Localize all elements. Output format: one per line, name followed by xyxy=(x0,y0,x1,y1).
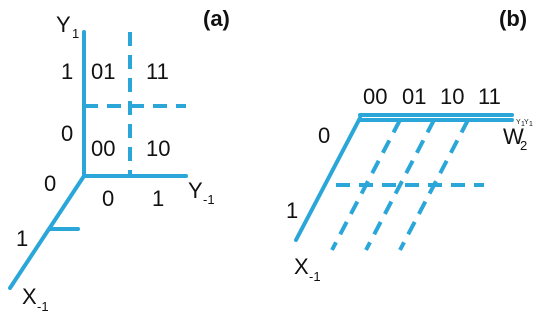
panel-a-y-axis-name: Y xyxy=(56,12,71,37)
panel-a-y-tick-1: 1 xyxy=(61,59,73,84)
panel-b-w-axis-name: W xyxy=(503,124,524,149)
panel-a-depth-tick-1: 1 xyxy=(16,226,28,251)
panel-a-depth-axis-name: X xyxy=(22,284,37,309)
panel-a-x-axis-name: Y xyxy=(188,178,203,203)
panel-b-depth-tick-1: 1 xyxy=(286,198,298,223)
panel-b-w-axis-sup-sub-1: 1 xyxy=(521,121,525,128)
panel-a-y-axis-sub: 1 xyxy=(72,26,79,41)
panel-b-depth-axis-name: X xyxy=(294,254,309,279)
panel-b-label: (b) xyxy=(499,6,527,31)
panel-b-column-00: 00 xyxy=(363,84,387,109)
panel-a-depth-tick-0: 0 xyxy=(44,171,56,196)
panel-b-w-axis-sup-1: Y xyxy=(516,119,521,126)
panel-b-column-01: 01 xyxy=(402,84,426,109)
panel-a-y-tick-0: 0 xyxy=(61,121,73,146)
panel-a-label: (a) xyxy=(203,6,230,31)
panel-b-column-11: 11 xyxy=(478,84,501,109)
panel-a-cell-bottom-left: 00 xyxy=(91,136,115,161)
panel-a-cell-top-right: 11 xyxy=(146,59,169,84)
panel-b-w-axis-sup-sub-2: 1 xyxy=(529,121,533,128)
panel-a-cell-bottom-right: 10 xyxy=(146,136,170,161)
panel-b: (b) 00 01 10 11 W 2 Y 1 Y 1 X -1 0 1 xyxy=(286,6,533,284)
panel-b-w-axis-sup-2: Y xyxy=(524,119,529,126)
panel-a-depth-axis-sub: -1 xyxy=(37,299,49,314)
panel-a-cell-top-left: 01 xyxy=(91,59,115,84)
panel-b-depth-axis xyxy=(294,116,362,242)
panel-a-x-tick-0: 0 xyxy=(102,186,114,211)
panel-b-depth-axis-sub: -1 xyxy=(309,269,321,284)
panel-a: (a) Y 1 Y -1 X -1 1 0 0 1 0 1 01 11 00 1… xyxy=(8,6,230,314)
panel-a-x-tick-1: 1 xyxy=(152,186,164,211)
panel-b-column-10: 10 xyxy=(440,84,464,109)
panel-b-dashed-diagonal-2 xyxy=(364,119,436,251)
panel-b-depth-tick-0: 0 xyxy=(318,123,330,148)
panel-b-w-axis-sub: 2 xyxy=(520,138,527,153)
panel-a-x-axis-sub: -1 xyxy=(203,192,215,207)
panel-a-depth-axis xyxy=(8,174,86,290)
